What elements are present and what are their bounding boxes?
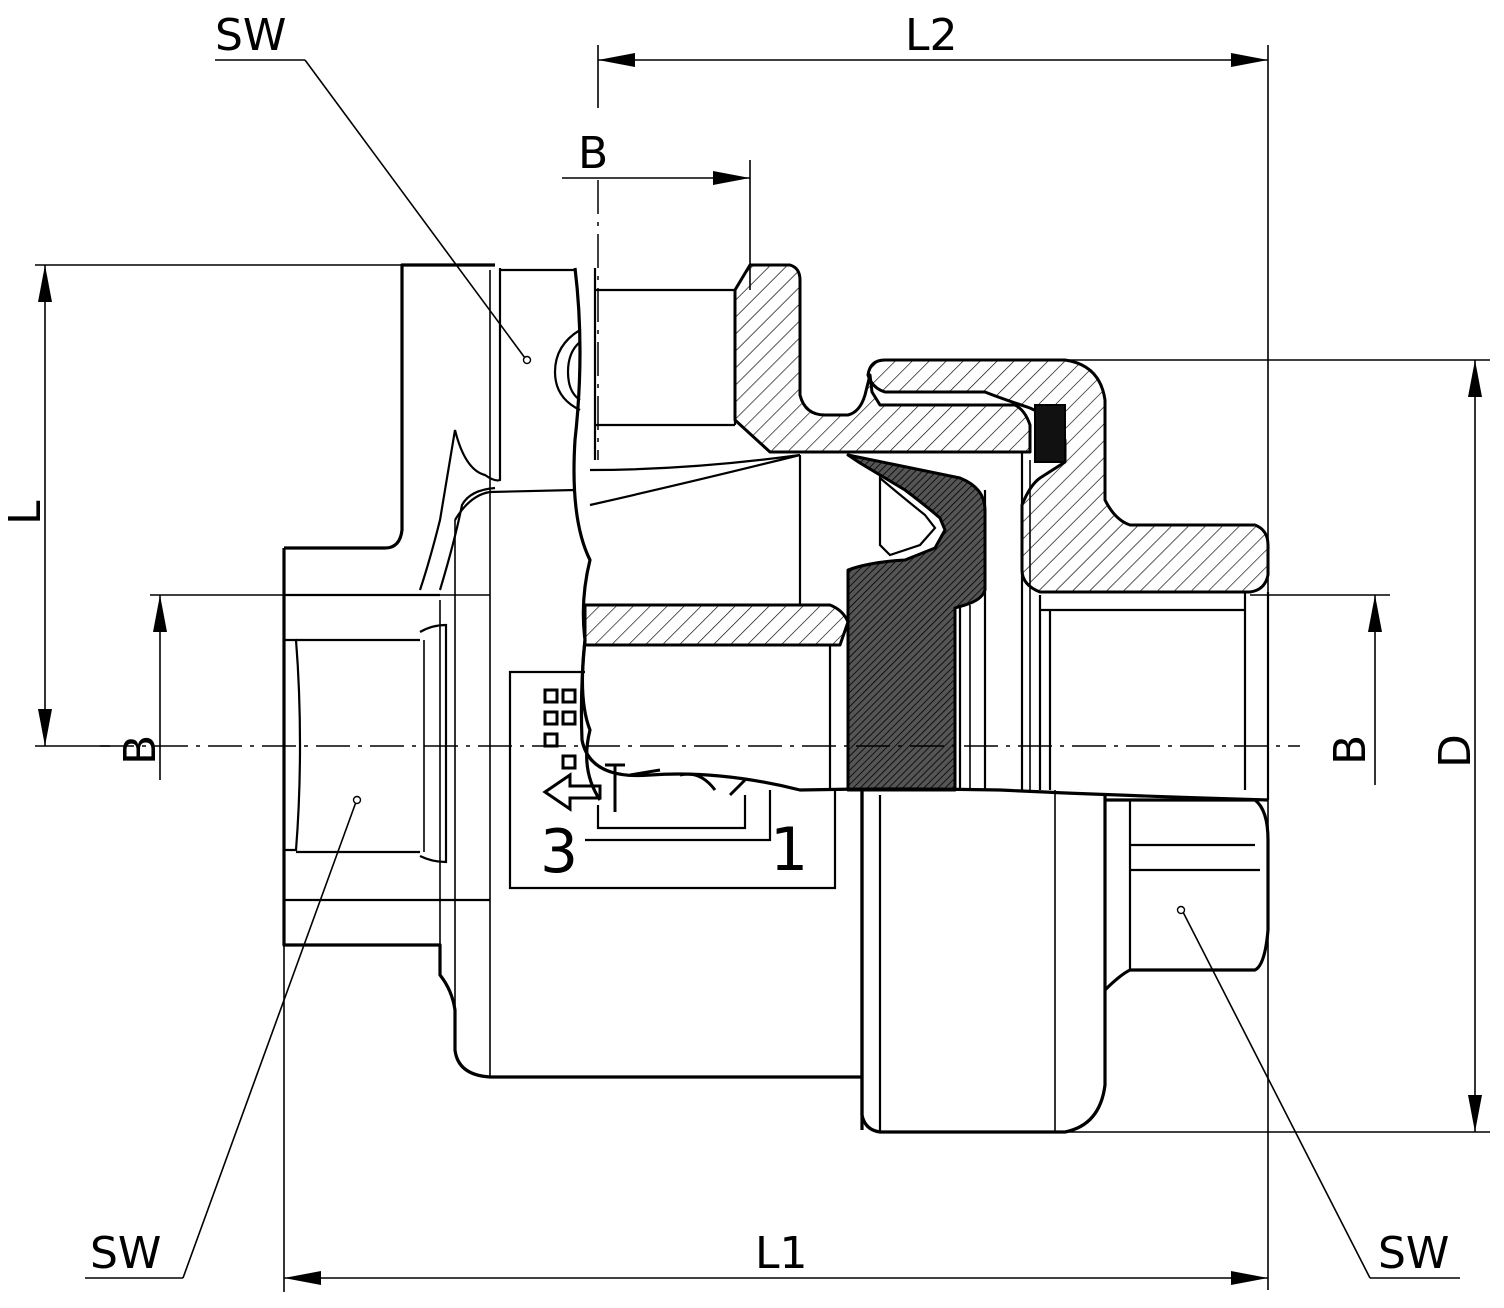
leader-sw-bottom-left: SW xyxy=(85,795,362,1279)
dimension-b-top: B xyxy=(562,128,751,290)
l1-label: L1 xyxy=(755,1228,808,1279)
flow-marking: 3 1 xyxy=(508,670,837,890)
d-label: D xyxy=(1430,734,1481,768)
l-label: L xyxy=(0,500,51,525)
dimension-l: L xyxy=(0,264,402,747)
inner-tube-section xyxy=(583,603,850,647)
b-top-label: B xyxy=(578,128,608,179)
l2-label: L2 xyxy=(905,10,958,61)
b-left-label: B xyxy=(115,735,166,765)
valve-cone xyxy=(846,453,987,792)
dimension-l2: L2 xyxy=(597,10,1269,1290)
dimension-b-left: B xyxy=(115,594,490,780)
port-3-label: 3 xyxy=(540,817,578,887)
dimension-d: D xyxy=(1065,359,1490,1133)
dimension-l1: L1 xyxy=(283,945,1268,1292)
leader-sw-bottom-right: SW xyxy=(1176,905,1460,1279)
left-hex-nut xyxy=(282,263,862,1079)
dimension-b-right: B xyxy=(1250,594,1390,785)
sw-bottom-left-label: SW xyxy=(90,1228,161,1279)
b-right-label: B xyxy=(1325,735,1376,765)
o-ring-seal xyxy=(1034,404,1066,463)
sw-bottom-right-label: SW xyxy=(1378,1228,1449,1279)
leader-sw-top: SW xyxy=(215,10,532,365)
right-side-body xyxy=(860,452,1270,1134)
body-section-upper xyxy=(733,263,1032,454)
sw-top-label: SW xyxy=(215,10,286,61)
break-line-lower xyxy=(579,639,1269,802)
union-nut-section xyxy=(866,358,1270,594)
port-1-label: 1 xyxy=(770,815,808,885)
